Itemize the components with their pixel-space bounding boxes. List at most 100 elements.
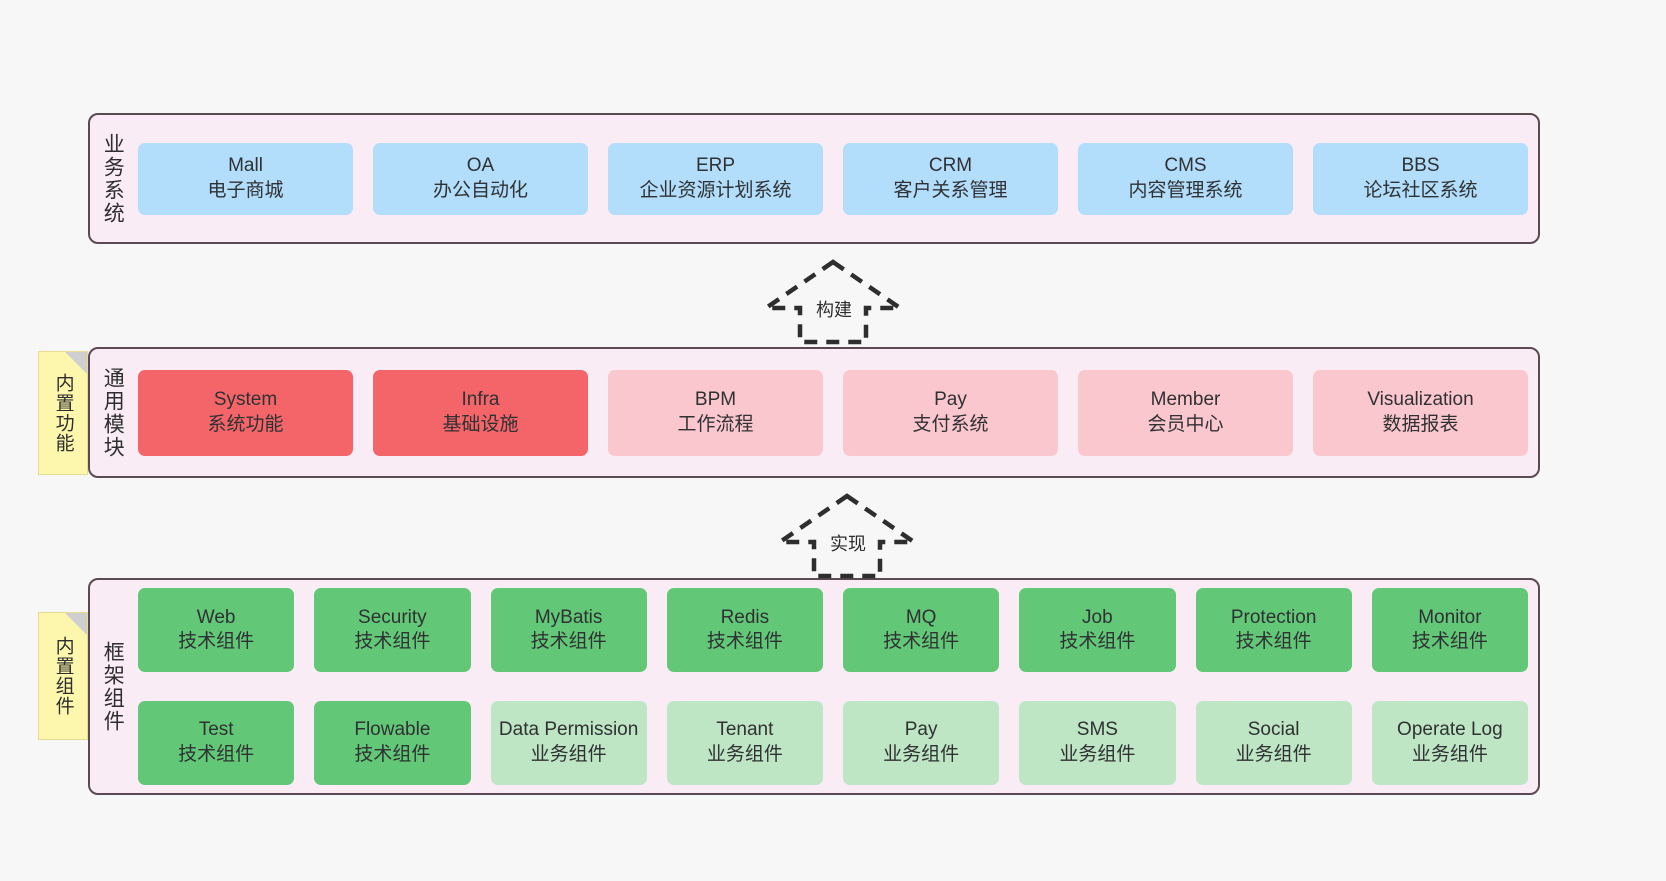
arrow-implement: 实现 xyxy=(762,490,932,580)
layer-label-common-modules: 通用模块 xyxy=(101,366,125,459)
node-subtitle: 电子商城 xyxy=(207,179,284,201)
node-member[interactable]: Member 会员中心 xyxy=(1078,369,1293,456)
node-bbs[interactable]: BBS 论坛社区系统 xyxy=(1313,142,1528,215)
sticky-note-builtin-features: 内置功能 xyxy=(38,351,88,475)
node-redis[interactable]: Redis 技术组件 xyxy=(666,588,823,673)
node-title: MyBatis xyxy=(534,606,603,628)
arrow-implement-icon xyxy=(772,493,922,579)
node-title: CMS xyxy=(1164,155,1207,177)
node-subtitle: 业务组件 xyxy=(1235,743,1312,765)
layer-body-common-modules: System 系统功能 Infra 基础设施 BPM 工作流程 Pay 支付系统… xyxy=(134,349,1538,476)
node-subtitle: 技术组件 xyxy=(354,631,431,653)
node-title: MQ xyxy=(905,606,937,628)
layer-body-business-system: Mall 电子商城 OA 办公自动化 ERP 企业资源计划系统 CRM 客户关系… xyxy=(134,115,1538,242)
node-mq[interactable]: MQ 技术组件 xyxy=(843,588,1000,673)
arrow-implement-label: 实现 xyxy=(830,534,866,554)
node-subtitle: 办公自动化 xyxy=(432,179,528,201)
node-data-permission[interactable]: Data Permission 业务组件 xyxy=(490,700,647,785)
node-title: Pay xyxy=(904,719,938,741)
node-subtitle: 技术组件 xyxy=(883,631,960,653)
node-tenant[interactable]: Tenant 业务组件 xyxy=(666,700,823,785)
node-title: Web xyxy=(196,606,236,628)
node-title: Data Permission xyxy=(498,719,639,741)
node-security[interactable]: Security 技术组件 xyxy=(314,588,471,673)
node-mall[interactable]: Mall 电子商城 xyxy=(138,142,353,215)
node-visualization[interactable]: Visualization 数据报表 xyxy=(1313,369,1528,456)
node-test[interactable]: Test 技术组件 xyxy=(138,700,295,785)
node-title: ERP xyxy=(695,155,736,177)
node-title: Job xyxy=(1082,606,1113,628)
arrow-build: 构建 xyxy=(748,256,918,346)
node-subtitle: 技术组件 xyxy=(178,743,255,765)
node-subtitle: 技术组件 xyxy=(1059,631,1136,653)
node-title: Flowable xyxy=(354,719,431,741)
node-protection[interactable]: Protection 技术组件 xyxy=(1195,588,1352,673)
node-title: Mall xyxy=(228,155,263,177)
node-title: Infra xyxy=(461,389,500,411)
node-subtitle: 内容管理系统 xyxy=(1128,179,1243,201)
node-erp[interactable]: ERP 企业资源计划系统 xyxy=(608,142,823,215)
node-subtitle: 业务组件 xyxy=(1411,743,1488,765)
node-cms[interactable]: CMS 内容管理系统 xyxy=(1078,142,1293,215)
box-row: Mall 电子商城 OA 办公自动化 ERP 企业资源计划系统 CRM 客户关系… xyxy=(138,115,1528,242)
layer-label-framework-components: 框架组件 xyxy=(101,640,125,733)
node-subtitle: 业务组件 xyxy=(883,743,960,765)
node-oa[interactable]: OA 办公自动化 xyxy=(373,142,588,215)
box-row: Test 技术组件 Flowable 技术组件 Data Permission … xyxy=(138,693,1528,794)
layer-business-system: 业务系统 Mall 电子商城 OA 办公自动化 ERP 企业资源计划系统 CRM… xyxy=(88,113,1540,244)
node-title: BBS xyxy=(1401,155,1440,177)
node-monitor[interactable]: Monitor 技术组件 xyxy=(1371,588,1528,673)
node-title: Monitor xyxy=(1418,606,1482,628)
node-title: SMS xyxy=(1076,719,1118,741)
node-title: Operate Log xyxy=(1397,719,1503,741)
node-title: Pay xyxy=(934,389,967,411)
arrow-build-label: 构建 xyxy=(816,300,852,320)
node-subtitle: 会员中心 xyxy=(1147,413,1224,435)
node-pay-module[interactable]: Pay 支付系统 xyxy=(843,369,1058,456)
node-subtitle: 技术组件 xyxy=(530,631,607,653)
node-subtitle: 业务组件 xyxy=(706,743,783,765)
box-row: Web 技术组件 Security 技术组件 MyBatis 技术组件 Redi… xyxy=(138,580,1528,681)
node-title: Protection xyxy=(1230,606,1317,628)
node-pay-component[interactable]: Pay 业务组件 xyxy=(843,700,1000,785)
node-flowable[interactable]: Flowable 技术组件 xyxy=(314,700,471,785)
sticky-note-builtin-components: 内置组件 xyxy=(38,612,88,740)
node-subtitle: 数据报表 xyxy=(1382,413,1459,435)
node-title: Visualization xyxy=(1367,389,1474,411)
node-title: OA xyxy=(466,155,495,177)
node-title: Redis xyxy=(720,606,770,628)
node-subtitle: 技术组件 xyxy=(706,631,783,653)
layer-framework-components: 框架组件 Web 技术组件 Security 技术组件 MyBatis 技术组件… xyxy=(88,578,1540,795)
node-operate-log[interactable]: Operate Log 业务组件 xyxy=(1371,700,1528,785)
node-subtitle: 论坛社区系统 xyxy=(1363,179,1478,201)
node-subtitle: 技术组件 xyxy=(1411,631,1488,653)
box-row: System 系统功能 Infra 基础设施 BPM 工作流程 Pay 支付系统… xyxy=(138,349,1528,476)
node-subtitle: 支付系统 xyxy=(912,413,989,435)
node-title: System xyxy=(213,389,278,411)
node-web[interactable]: Web 技术组件 xyxy=(138,588,295,673)
node-subtitle: 工作流程 xyxy=(677,413,754,435)
node-title: BPM xyxy=(694,389,737,411)
node-social[interactable]: Social 业务组件 xyxy=(1195,700,1352,785)
node-subtitle: 技术组件 xyxy=(178,631,255,653)
arrow-build-icon xyxy=(758,259,908,345)
layer-body-framework-components: Web 技术组件 Security 技术组件 MyBatis 技术组件 Redi… xyxy=(134,580,1538,793)
node-system[interactable]: System 系统功能 xyxy=(138,369,353,456)
node-job[interactable]: Job 技术组件 xyxy=(1019,588,1176,673)
node-crm[interactable]: CRM 客户关系管理 xyxy=(843,142,1058,215)
node-title: Test xyxy=(198,719,234,741)
node-subtitle: 系统功能 xyxy=(207,413,284,435)
node-subtitle: 业务组件 xyxy=(1059,743,1136,765)
node-mybatis[interactable]: MyBatis 技术组件 xyxy=(490,588,647,673)
node-title: Tenant xyxy=(716,719,774,741)
node-bpm[interactable]: BPM 工作流程 xyxy=(608,369,823,456)
node-subtitle: 业务组件 xyxy=(530,743,607,765)
node-infra[interactable]: Infra 基础设施 xyxy=(373,369,588,456)
node-sms[interactable]: SMS 业务组件 xyxy=(1019,700,1176,785)
node-title: Security xyxy=(358,606,427,628)
node-title: Social xyxy=(1247,719,1300,741)
layer-common-modules: 通用模块 System 系统功能 Infra 基础设施 BPM 工作流程 Pay… xyxy=(88,347,1540,478)
node-subtitle: 基础设施 xyxy=(442,413,519,435)
node-title: Member xyxy=(1150,389,1221,411)
